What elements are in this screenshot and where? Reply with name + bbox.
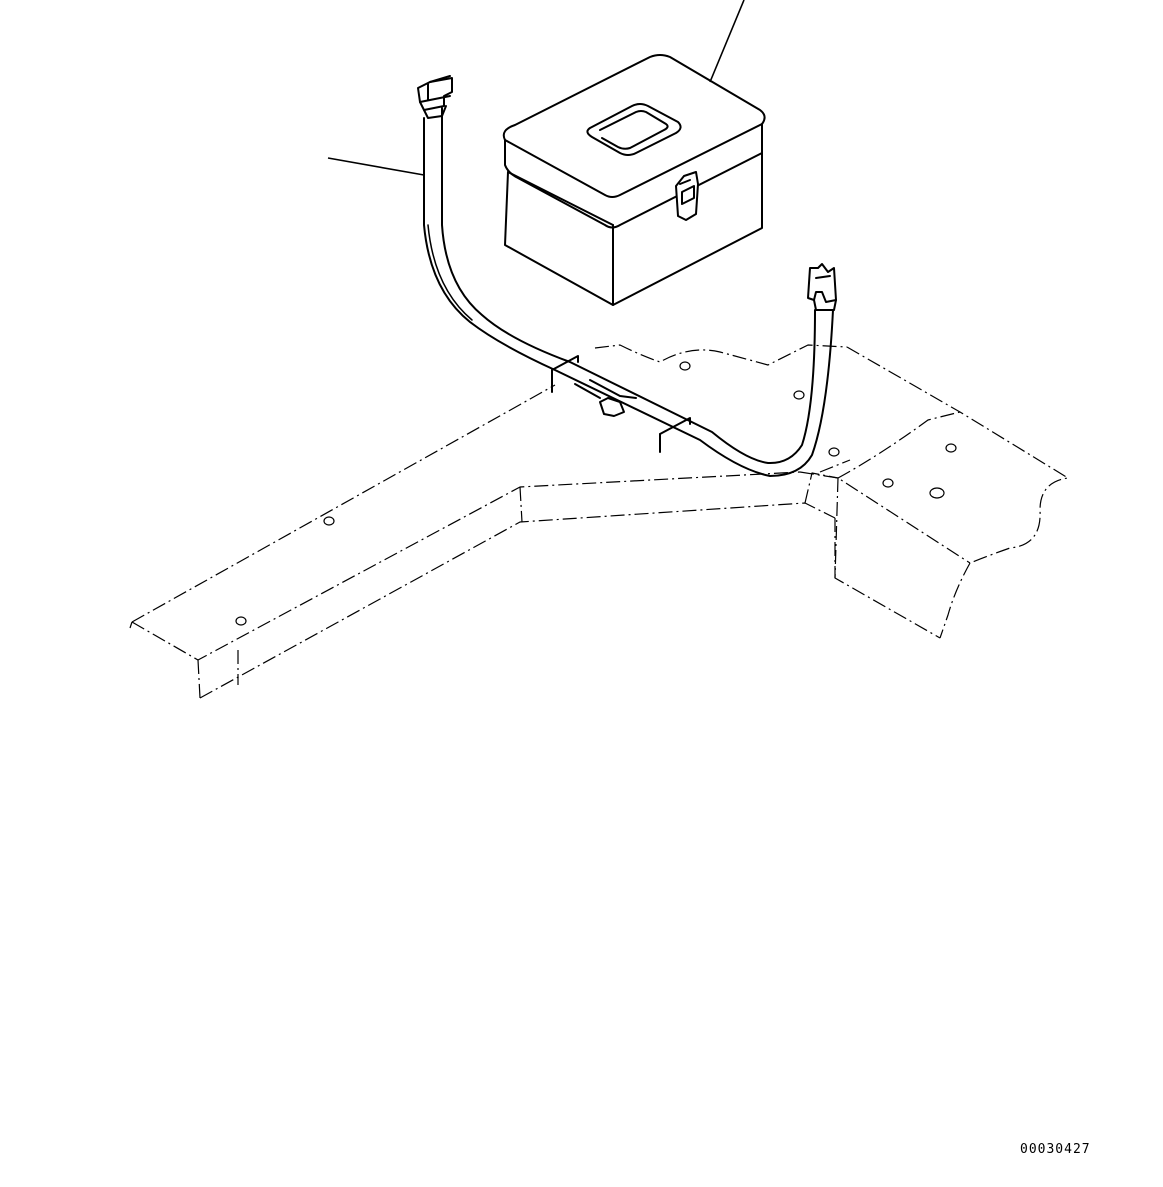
- strap-leader: [327, 157, 425, 176]
- frame-phantom: [129, 344, 1069, 699]
- leader-lines: [327, 0, 745, 176]
- drawing-number: 00030427: [1020, 1142, 1091, 1157]
- strap: [417, 75, 837, 477]
- frame-holes: [235, 361, 957, 626]
- tool-box: [502, 54, 766, 306]
- tool-box-leader: [709, 0, 745, 83]
